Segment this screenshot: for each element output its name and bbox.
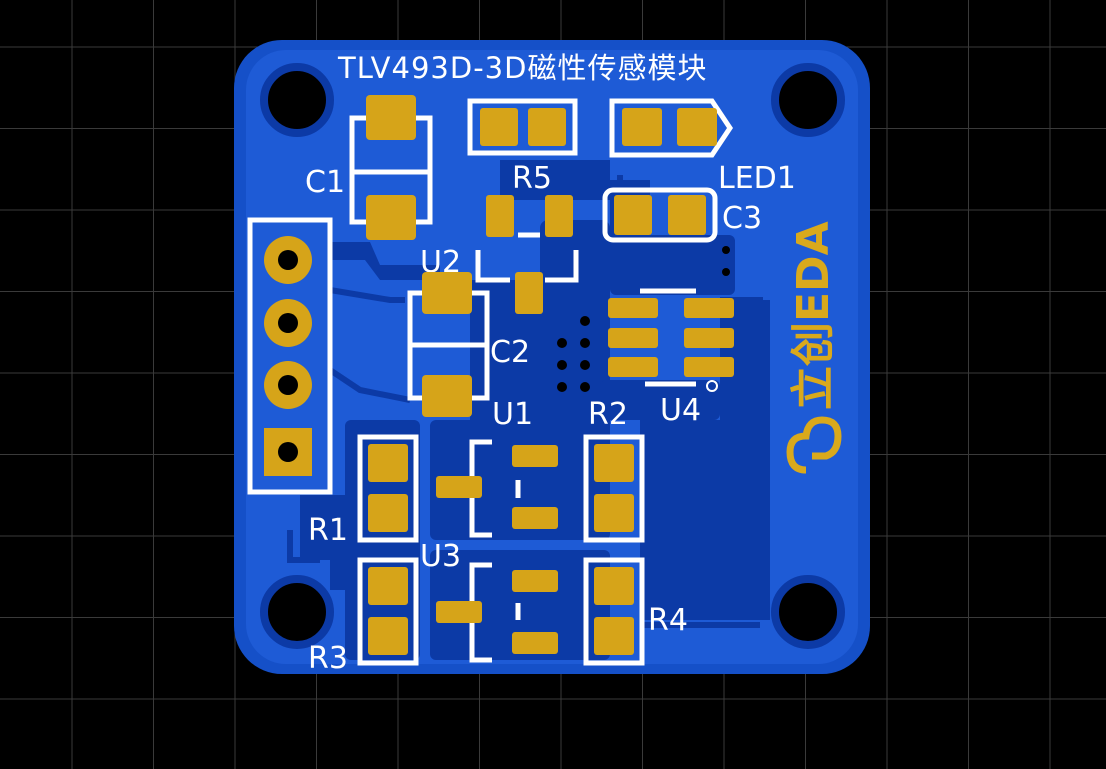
u2-silkscreen [475,232,579,283]
u4-pad-5 [684,328,734,348]
r5-pad-1 [480,108,518,146]
led1-pad-2 [677,108,717,146]
mounting-hole-bl [260,575,334,649]
c2-label: C2 [490,335,530,370]
mounting-hole-tl [260,63,334,137]
u1-pad-2 [512,507,558,529]
r4-silkscreen [583,557,645,666]
component-u4[interactable]: U4 [608,288,734,428]
board-title: TLV493D-3D磁性传感模块 [337,51,707,85]
mounting-hole-tr [771,63,845,137]
c3-label: C3 [722,201,762,236]
cloud-logo-icon [786,416,842,474]
c3-pad-2 [668,195,706,235]
r2-silkscreen [583,434,645,543]
r3-silkscreen [357,557,419,666]
r4-pad-2 [594,617,634,655]
u4-pad-3 [608,357,658,377]
u3-pad-3 [436,601,482,623]
u4-pad-6 [684,357,734,377]
r2-label: R2 [588,397,628,432]
pin-header[interactable] [247,217,333,495]
c3-pad-1 [614,195,652,235]
u4-pin1-marker [706,380,718,392]
component-r1[interactable]: R1 [308,434,419,548]
u1-label: U1 [492,397,533,432]
c1-pad-2 [366,195,416,240]
pin-header-outline [247,217,333,495]
u3-pad-1 [512,570,558,592]
component-c1[interactable]: C1 [305,95,433,240]
r5-label: R5 [512,161,552,196]
r3-pad-2 [368,617,408,655]
c1-silkscreen [349,115,433,225]
lceda-logo: 立创EDA [786,221,842,474]
led1-pad-1 [622,108,662,146]
component-c3[interactable]: C3 [602,187,762,243]
component-c2[interactable]: C2 [407,272,530,417]
r1-pad-1 [368,444,408,482]
u1-pad-3 [436,476,482,498]
u4-label: U4 [660,393,701,428]
u1-pad-1 [512,445,558,467]
u3-pad-2 [512,632,558,654]
r5-silkscreen [467,98,578,156]
pcb-board[interactable]: TLV493D-3D磁性传感模块 C1 R5 [234,40,870,676]
r4-pad-1 [594,567,634,605]
led1-silkscreen [609,98,734,158]
r1-silkscreen [357,434,419,543]
logo-text: 立创EDA [788,221,839,410]
r4-label: R4 [648,603,688,638]
mounting-hole-br [771,575,845,649]
header-pin-4-hole [278,442,298,462]
c3-silkscreen [602,187,718,243]
r1-pad-2 [368,494,408,532]
component-r4[interactable]: R4 [583,557,688,666]
c1-pad-1 [366,95,416,140]
led1-label: LED1 [718,161,796,196]
u4-pad-4 [684,298,734,318]
r3-label: R3 [308,641,348,676]
c2-silkscreen [407,290,490,401]
u3-label: U3 [420,539,461,574]
component-led1[interactable]: LED1 [609,98,796,196]
c2-pad-1 [422,272,472,314]
u4-pad-2 [608,328,658,348]
header-pin-1-hole [278,250,298,270]
r1-label: R1 [308,513,348,548]
r2-pad-1 [594,444,634,482]
u2-pad-1 [486,195,514,237]
component-u1[interactable]: U1 [436,397,558,538]
vias [557,246,730,392]
c1-label: C1 [305,165,345,200]
u2-pad-2 [545,195,573,237]
header-pin-3-hole [278,375,298,395]
component-r5[interactable]: R5 [467,98,578,196]
r3-pad-1 [368,567,408,605]
u4-pad-1 [608,298,658,318]
mounting-holes [260,63,845,649]
header-pin-2-hole [278,313,298,333]
r5-pad-2 [528,108,566,146]
component-r2[interactable]: R2 [583,397,645,543]
u2-pad-3 [515,272,543,314]
c2-pad-2 [422,375,472,417]
component-u3[interactable]: U3 [420,539,558,663]
r2-pad-2 [594,494,634,532]
component-r3[interactable]: R3 [308,557,419,676]
u4-silkscreen [640,288,696,387]
